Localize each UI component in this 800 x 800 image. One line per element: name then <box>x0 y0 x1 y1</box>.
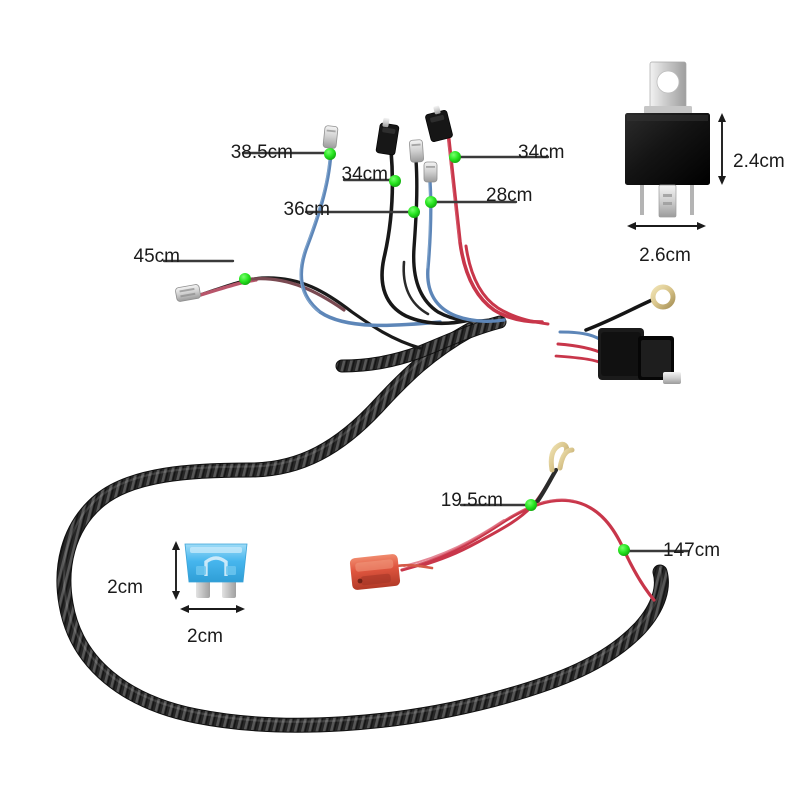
spade-terminal-blue-left <box>322 125 339 149</box>
fork-terminal-gold <box>548 441 575 473</box>
dimension-label-m-36: 36cm <box>283 199 330 220</box>
red-wire-right-branch <box>425 105 544 324</box>
dimension-label-m-19-5: 19.5cm <box>440 490 503 511</box>
dimension-label-m-28: 28cm <box>486 185 533 206</box>
spade-terminal-blue-right <box>423 161 438 183</box>
measurement-leaders <box>162 151 690 553</box>
fork-terminal-branch <box>418 441 575 568</box>
ring-terminal-relay <box>650 284 676 310</box>
spade-terminal-left <box>175 284 201 302</box>
black-wire-middle-branch <box>375 117 472 326</box>
relay-socket-connector <box>554 284 681 384</box>
inline-fuse-holder <box>349 554 434 590</box>
connector-boot-black-middle <box>375 117 400 156</box>
fuse-dimension-arrows <box>172 541 245 613</box>
fuse-width-label: 2cm <box>187 626 223 647</box>
fuse-height-label: 2cm <box>107 577 143 598</box>
blue-wire-right-branch <box>423 161 506 323</box>
dimension-label-m-34-left: 34cm <box>341 164 388 185</box>
automotive-relay <box>625 61 710 218</box>
measurement-marker-m-34-left <box>389 175 401 187</box>
measurement-marker-m-34-right <box>449 151 461 163</box>
relay-height-label: 2.4cm <box>733 151 785 172</box>
inner-harness-wires <box>402 244 550 326</box>
measurement-marker-m-38-5 <box>324 148 336 160</box>
connector-boot-red-right <box>425 105 453 143</box>
blue-wire-left-branch <box>299 125 442 328</box>
measurement-marker-m-147 <box>618 544 630 556</box>
black-wire-lower-branch <box>409 139 492 323</box>
dimension-label-m-38-5: 38.5cm <box>230 142 293 163</box>
measurement-marker-m-36 <box>408 206 420 218</box>
dimension-label-m-45: 45cm <box>133 246 180 267</box>
dimension-label-m-147: 147cm <box>663 540 721 561</box>
long-red-power-lead <box>400 498 656 602</box>
corrugated-loom-branch <box>335 315 507 373</box>
blade-fuse <box>184 543 248 598</box>
measurement-markers <box>239 148 630 556</box>
spade-terminal-black-lower <box>409 139 424 163</box>
measurement-marker-m-28 <box>425 196 437 208</box>
relay-dimension-arrows <box>627 113 726 230</box>
relay-width-label: 2.6cm <box>639 245 691 266</box>
dimension-label-m-34-right: 34cm <box>518 142 565 163</box>
measurement-marker-m-45 <box>239 273 251 285</box>
measurement-marker-m-19-5 <box>525 499 537 511</box>
corrugated-loom-main <box>56 322 669 733</box>
